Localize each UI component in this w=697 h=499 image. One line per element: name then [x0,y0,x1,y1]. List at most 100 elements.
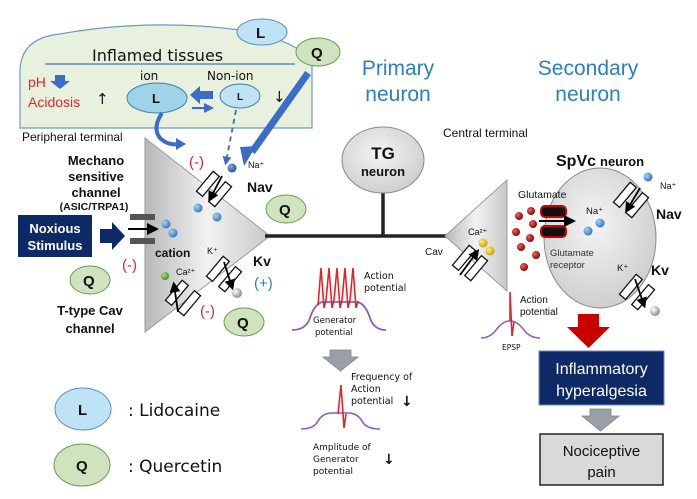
kv-label: Kv [253,253,271,269]
amp-decrease-arrow-icon: ↓ [383,452,395,468]
epsp-action-potential [509,291,515,337]
spvc-nav-flow-arrow-icon [625,187,641,214]
spvc-nav-label: Nav [656,206,682,222]
pain-label-line1: Nociceptive [563,443,641,460]
spvc-kv-label: Kv [651,262,669,278]
freq-decrease-arrow-icon: ↓ [401,394,413,410]
na-ion-inside [193,203,203,213]
legend-quercetin-symbol: Q [76,458,88,475]
cation-ion [161,219,171,229]
k-ion-label: K⁺ [207,246,218,256]
receptor-label-line1: Glutamate [550,248,594,259]
glutamate-label: Glutamate [518,189,567,201]
primary-neuron-title-line1: Primary [362,57,435,80]
mechano-label-line3: channel [71,185,120,200]
quercetin-symbol-nav: Q [279,202,291,219]
quercetin-symbol-kv: Q [237,315,249,332]
spvc-k-ion [650,306,660,316]
secondary-neuron-title-line2: neuron [555,83,620,106]
legend-lidocaine-label: : Lidocaine [128,401,220,421]
quercetin-symbol-top: Q [311,45,323,62]
mechano-channel-bottom [130,238,155,244]
non-ion-decrease-arrow-icon: ↓ [273,88,286,106]
central-ca-ion-label: Ca²⁺ [468,227,488,237]
burst-ap-label-line2: potential [364,283,406,294]
secondary-neuron-title-line1: Secondary [538,57,639,80]
quercetin-diagonal-arrow-icon [249,70,311,155]
epsp-ap-label-line2: potential [520,307,558,318]
non-ion-lidocaine-symbol: L [237,92,243,103]
na-ion-inside [212,212,222,222]
non-ion-label: Non-ion [207,69,254,83]
mechano-label-line2: sensitive [68,169,124,184]
acidosis-label: Acidosis [28,94,80,110]
legend-item-lidocaine: L : Lidocaine [54,387,220,431]
quercetin-symbol-ttype: Q [83,273,95,290]
noxious-stimulus-box [18,215,92,257]
lidocaine-oval-top [236,18,288,46]
spvc-label: SpVc neuron [556,153,644,170]
legend-quercetin-label: : Quercetin [128,457,222,477]
k-ion [232,288,242,298]
amp-label-line2: Generator [313,455,359,465]
cation-ion [168,228,178,238]
kv-activate-marker: (+) [254,275,273,292]
hyperalgesia-label-line1: Inflammatory [555,361,647,378]
noxious-label-line1: Noxious [29,221,80,236]
spvc-bold: SpVc [556,153,596,170]
amp-label-line3: potential [313,467,353,477]
central-cav-flow-arrow-icon [459,249,480,276]
ion-curve-arrowhead-icon [176,138,186,150]
receptor-label-line2: receptor [550,260,585,271]
spvc-na-ion-inside [583,226,593,236]
legend-quercetin-oval [53,443,111,487]
legend-lidocaine-oval [54,387,112,431]
ca-ion-label: Ca²⁺ [176,267,196,277]
ion-lidocaine-oval [126,82,188,114]
freq-label-line1: Frequency of [351,372,413,383]
inflammatory-hyperalgesia-box [538,350,665,406]
glutamate-receptor-bottom [540,225,567,238]
ph-down-arrow-icon [50,75,70,89]
spvc-na-label-inside: Na⁺ [586,206,603,217]
equilibrium-left-arrow-icon [190,86,213,104]
inflamed-tissues-region: Inflamed tissues pH Acidosis ↑ ion Non-i… [19,24,313,166]
central-terminal-label: Central terminal [443,126,528,140]
kv-flow-arrow-icon [223,261,235,291]
ttype-label-line1: T-type Cav [57,303,124,318]
glutamate-vesicles [512,207,540,271]
quercetin-oval-nav [265,194,307,224]
tg-label: TG [371,144,395,163]
generator-label-line1: Generator [313,316,357,326]
epsp-label: EPSP [502,343,521,352]
epsp-ap-label-line1: Action [520,295,548,306]
spvc-k-label: K⁺ [617,263,628,274]
quercetin-oval-ttype [69,265,111,295]
epsp-curve [480,320,541,339]
non-ion-lidocaine-oval [219,83,261,109]
freq-label-line3: potential [351,396,393,407]
burst-ap-label-line1: Action [364,271,394,282]
nociceptive-pain-box [539,433,664,486]
mechano-inhibit-marker: (-) [122,257,137,274]
central-cav-label: Cav [425,247,443,258]
primary-neuron-title-line2: neuron [365,83,430,106]
mechano-label-line1: Mechano [68,153,124,168]
generator-label-line2: potential [315,328,353,338]
hyperalgesia-label-line2: hyperalgesia [556,383,647,400]
nav-label: Nav [247,179,273,195]
tg-neuron-label: neuron [361,164,405,179]
action-potential-single [337,384,347,429]
cav-flow-arrow-icon [169,281,181,313]
na-ion-label: Na⁺ [248,160,265,170]
mechano-sub-label: (ASIC/TRPA1) [60,201,129,213]
mechano-channel-top [130,214,155,220]
na-ion [227,163,237,173]
inflamed-tissues-title: Inflamed tissues [92,46,223,65]
spvc-neuron-word: neuron [600,154,644,169]
legend: L : Lidocaine Q : Quercetin [53,387,222,487]
ttype-label-line2: channel [65,321,114,336]
spvc-kv-flow-arrow-icon [634,278,647,309]
tg-neuron-cell [341,126,425,194]
ion-label: ion [140,69,158,83]
